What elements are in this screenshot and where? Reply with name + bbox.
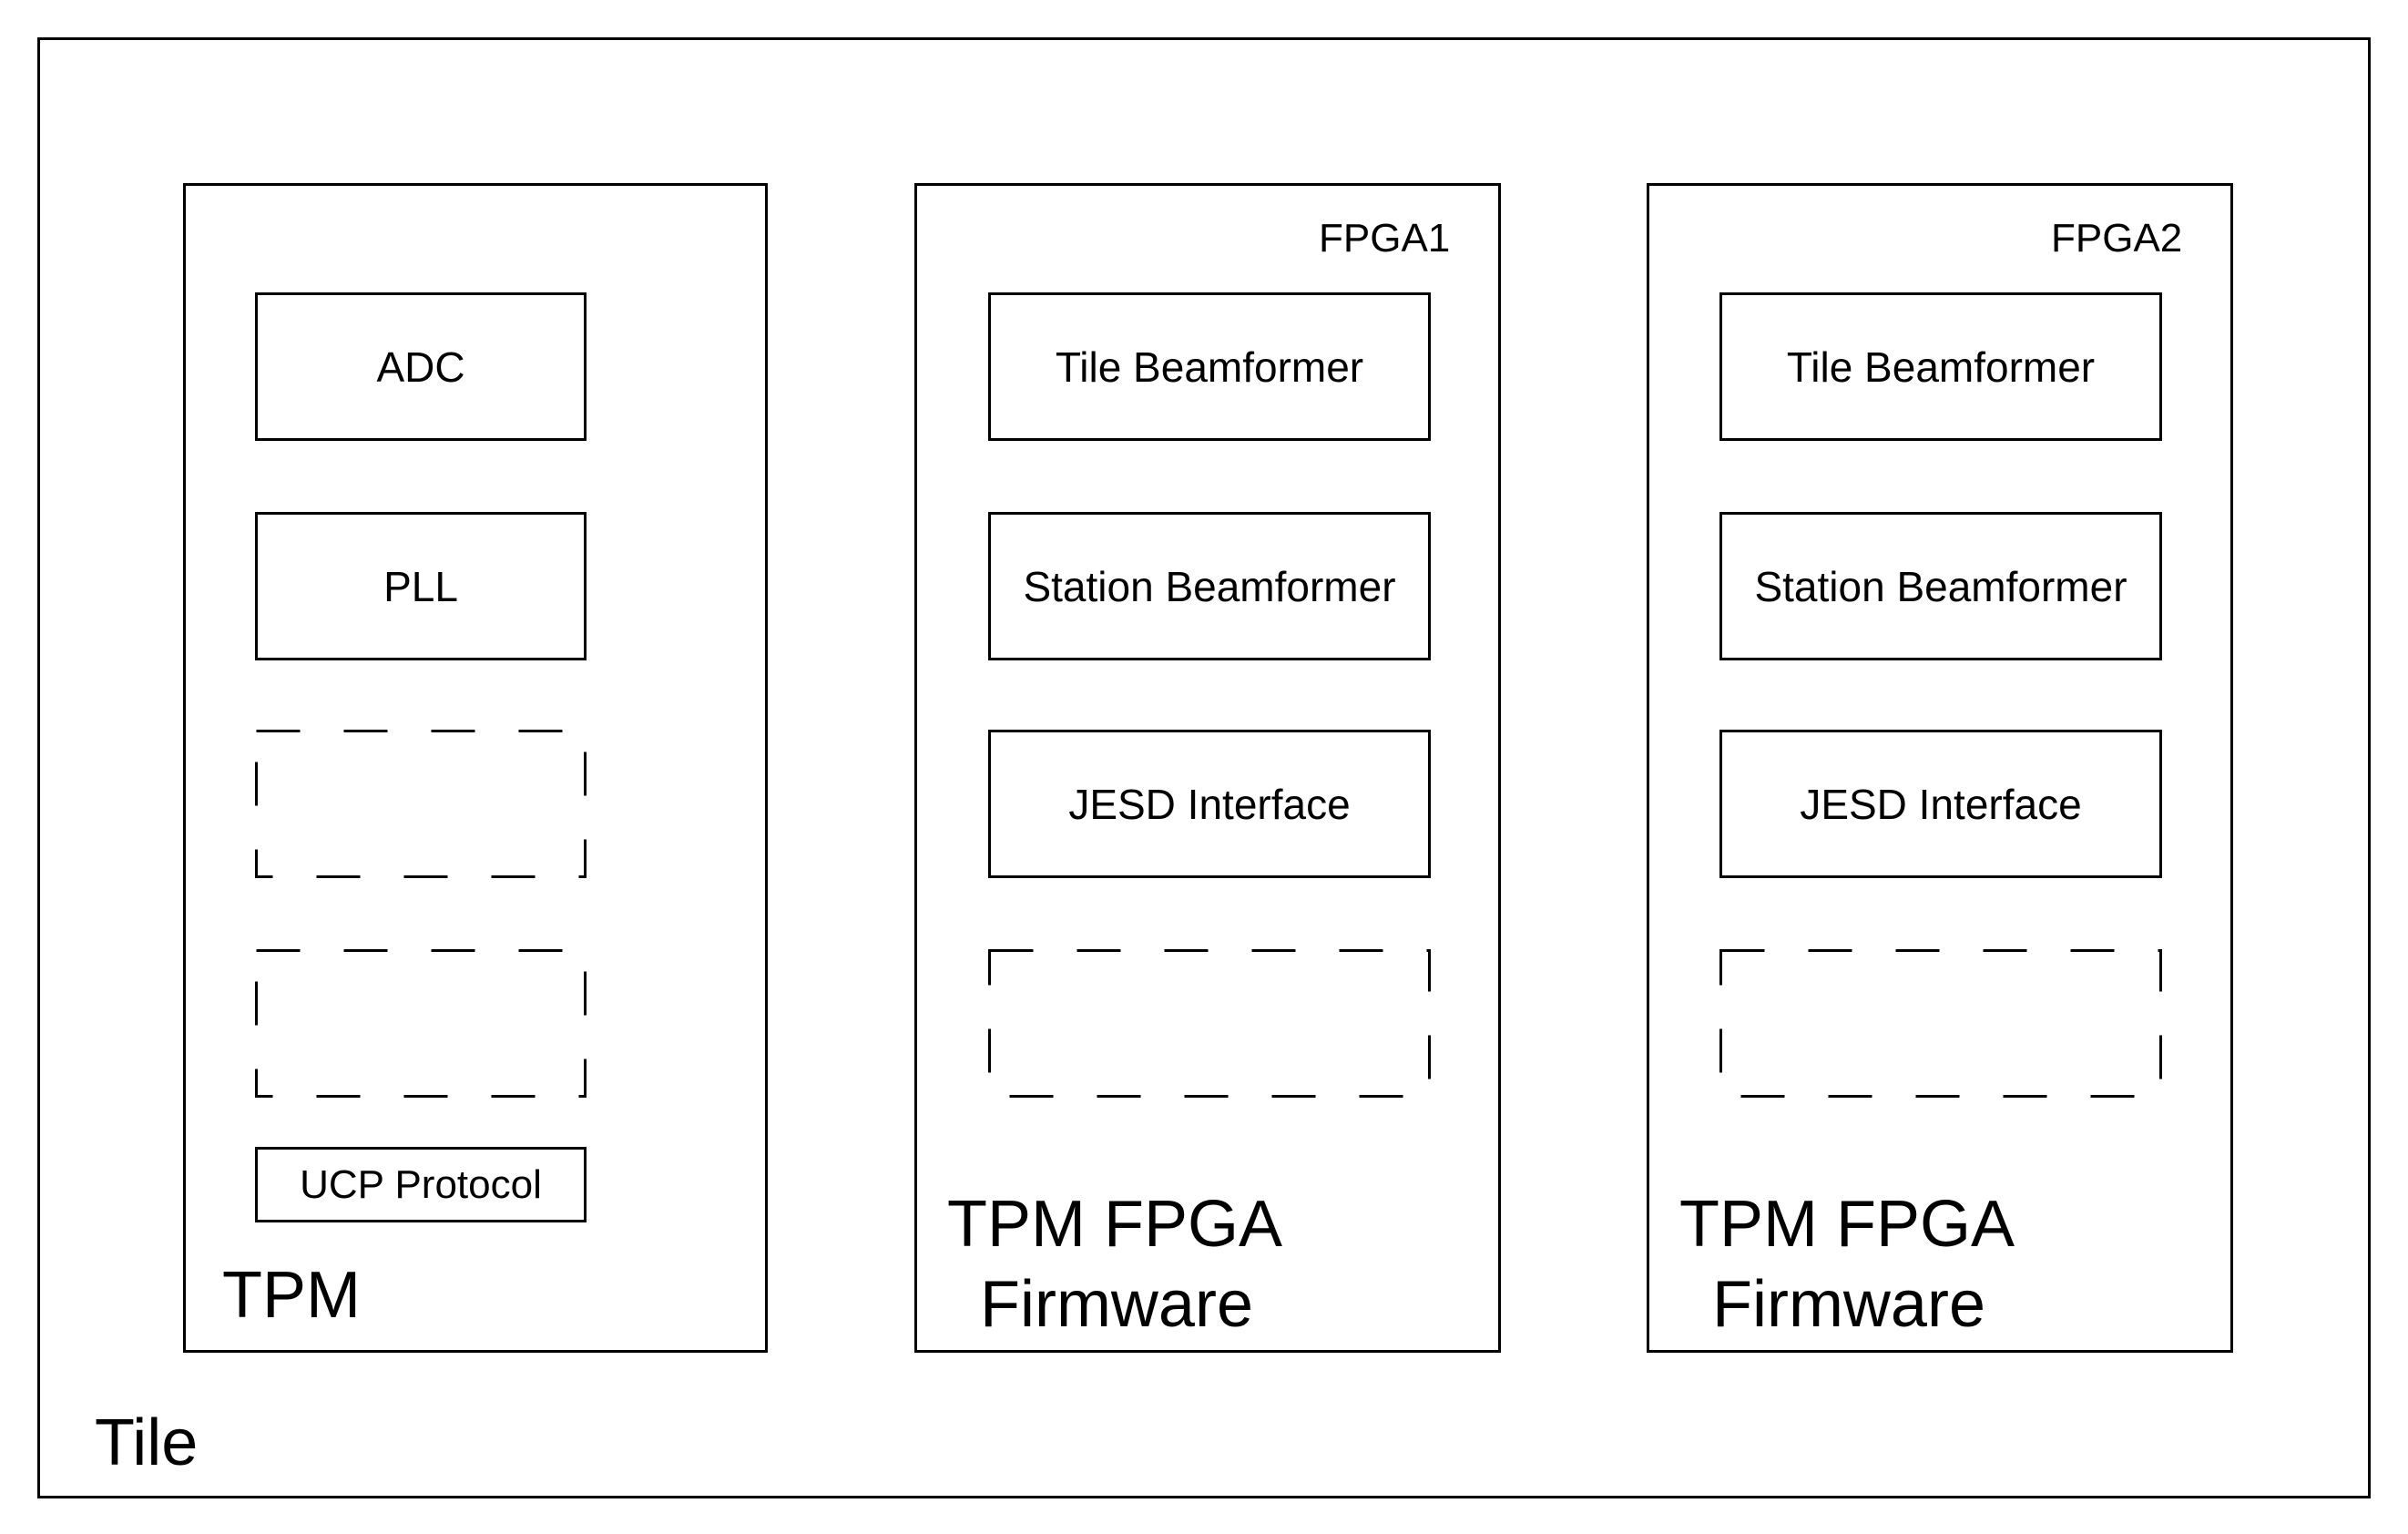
fpga2-block-station-beamformer: Station Beamformer	[1719, 512, 2162, 660]
fpga2-title-line2: Firmware	[1712, 1268, 1985, 1341]
fpga1-title-line1: TPM FPGA	[947, 1188, 1283, 1261]
tpm-block-adc: ADC	[255, 292, 587, 441]
fpga1-block-tile-beamformer: Tile Beamformer	[988, 292, 1431, 441]
fpga1-block-jesd-interface: JESD Interface	[988, 730, 1431, 878]
fpga2-corner-label: FPGA2	[2051, 216, 2183, 261]
fpga2-title-line1: TPM FPGA	[1679, 1188, 2015, 1261]
fpga2-block-tile-beamformer: Tile Beamformer	[1719, 292, 2162, 441]
tile-label: Tile	[95, 1406, 199, 1479]
tpm-block-pll: PLL	[255, 512, 587, 660]
fpga1-container	[914, 183, 1501, 1353]
fpga2-block-jesd-interface: JESD Interface	[1719, 730, 2162, 878]
fpga1-placeholder	[988, 949, 1431, 1098]
fpga2-title: TPM FPGA Firmware	[1679, 1184, 2015, 1345]
fpga1-block-station-beamformer: Station Beamformer	[988, 512, 1431, 660]
fpga2-container	[1647, 183, 2233, 1353]
fpga1-corner-label: FPGA1	[1319, 216, 1451, 261]
tpm-placeholder-1	[255, 730, 587, 878]
fpga1-title-line2: Firmware	[980, 1268, 1253, 1341]
tpm-container	[183, 183, 768, 1353]
tpm-label: TPM	[222, 1259, 361, 1332]
fpga2-placeholder	[1719, 949, 2162, 1098]
fpga1-title: TPM FPGA Firmware	[947, 1184, 1282, 1345]
tpm-block-ucp-protocol: UCP Protocol	[255, 1147, 587, 1222]
tpm-placeholder-2	[255, 949, 587, 1098]
